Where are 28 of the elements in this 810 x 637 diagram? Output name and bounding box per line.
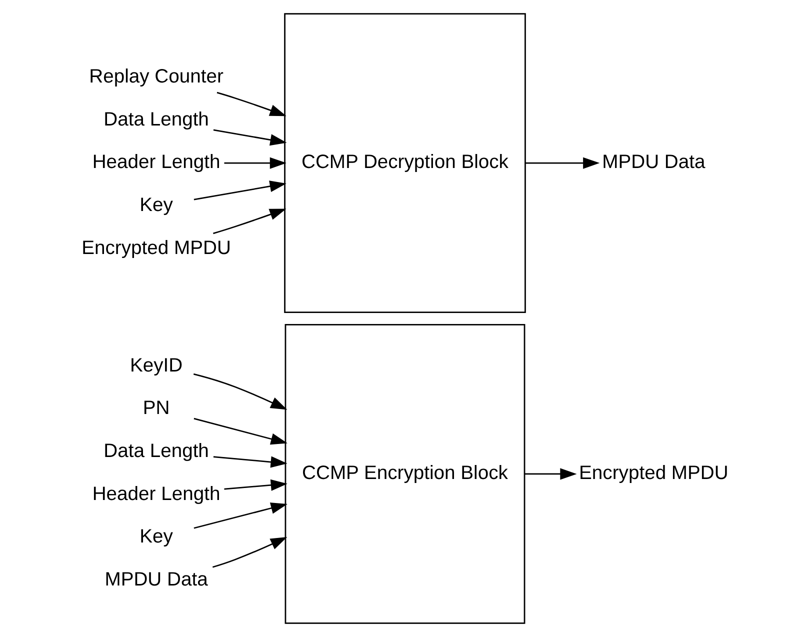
arrow [524, 468, 577, 480]
arrow [213, 208, 286, 234]
node-text: Data Length [104, 440, 209, 462]
node-text: Encrypted MPDU [579, 462, 728, 484]
node-text: Header Length [92, 151, 220, 174]
node-text: PN [142, 397, 170, 420]
node-box: CCMP Encryption Block [284, 324, 526, 624]
arrow [213, 129, 287, 146]
arrow [194, 180, 286, 200]
node-text: KeyID [130, 354, 183, 376]
arrow [212, 537, 288, 568]
arrow [213, 456, 288, 468]
arrow [525, 157, 600, 169]
arrow [224, 479, 288, 491]
arrow [193, 373, 288, 410]
arrow [216, 92, 286, 116]
node-text: Data Length [104, 108, 209, 130]
arrow [194, 418, 288, 445]
node-text: MPDU Data [104, 568, 208, 590]
node-text: Encrypted MPDU [82, 236, 231, 259]
arrow [224, 157, 286, 169]
node-text: Key [140, 526, 173, 548]
node-text: Replay Counter [89, 66, 224, 88]
node-text: MPDU Data [602, 151, 706, 174]
arrow [194, 502, 288, 529]
node-text: Header Length [92, 482, 220, 505]
node-text: Key [140, 194, 173, 216]
node-box: CCMP Decryption Block [284, 13, 526, 313]
